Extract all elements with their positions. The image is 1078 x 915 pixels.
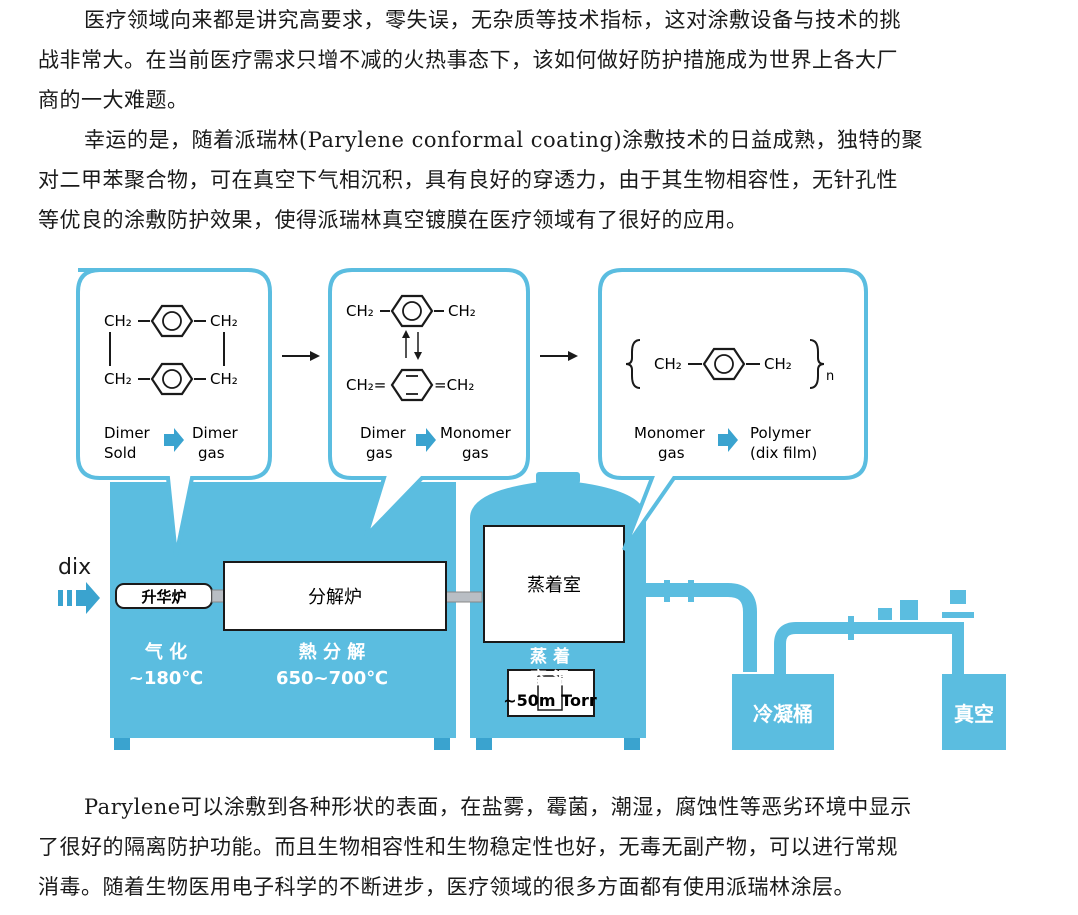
chem-label: CH₂ xyxy=(654,355,682,373)
paragraph-conclusion: Parylene可以涂敷到各种形状的表面，在盐雾，霉菌，潮湿，腐蚀性等恶劣环境中… xyxy=(38,787,1048,907)
pyrolysis-label: 熱 分 解 xyxy=(299,641,366,663)
text-line: 了很好的隔离防护功能。而且生物相容性和生物稳定性也好，无毒无副产物，可以进行常规 xyxy=(38,835,898,859)
deposition-chamber-label: 蒸着室 xyxy=(527,575,581,596)
text-line: 对二甲苯聚合物，可在真空下气相沉积，具有良好的穿透力，由于其生物相容性，无针孔性 xyxy=(38,168,898,192)
label-dix-film: (dix film) xyxy=(750,444,817,462)
arrow-right-icon xyxy=(282,351,320,361)
label-sold: Sold xyxy=(104,444,136,462)
chem-label: CH₂ xyxy=(346,302,374,320)
chem-label: CH₂ xyxy=(210,370,238,388)
outlet-pipe xyxy=(638,583,757,672)
dimer-structure: CH₂ CH₂ CH₂ CH₂ xyxy=(104,304,238,396)
pressure-gauge xyxy=(507,669,595,717)
vacuum-pipe xyxy=(774,622,964,674)
arrow-right-icon xyxy=(164,428,184,452)
cold-trap-label: 冷凝桶 xyxy=(753,702,813,726)
text-line: 幸运的是，随着派瑞林(Parylene conformal coating)涂敷… xyxy=(84,128,924,152)
label-dimer: Dimer xyxy=(360,424,407,442)
arrow-right-icon xyxy=(718,428,738,452)
text-line: 战非常大。在当前医疗需求只增不减的火热事态下，该如何做好防护措施成为世界上各大厂 xyxy=(38,48,898,72)
label-dimer: Dimer xyxy=(104,424,151,442)
text-line: 医疗领域向来都是讲究高要求，零失误，无杂质等技术指标，这对涂敷设备与技术的挑 xyxy=(84,8,901,32)
vaporize-label: 气 化 xyxy=(144,641,187,663)
paragraph-intro: 医疗领域向来都是讲究高要求，零失误，无杂质等技术指标，这对涂敷设备与技术的挑 战… xyxy=(38,0,1048,120)
chem-label: =CH₂ xyxy=(434,376,474,394)
chem-label: CH₂= xyxy=(346,376,386,394)
polymer-structure: CH₂ CH₂ n xyxy=(625,339,834,389)
pyrolysis-furnace-label: 分解炉 xyxy=(308,587,362,608)
sublimation-furnace-label: 升华炉 xyxy=(141,588,186,606)
vaporize-temp: ~180℃ xyxy=(129,668,203,689)
callout-bubble-2 xyxy=(328,268,530,538)
arrow-right-icon xyxy=(540,351,578,361)
machine-body xyxy=(58,472,1006,750)
arrow-right-icon xyxy=(416,428,436,452)
chem-label: CH₂ xyxy=(764,355,792,373)
parylene-process-diagram: CH₂ CH₂ CH₂ CH₂ Dimer Sold Dimer gas CH₂… xyxy=(58,268,1006,750)
label-gas: gas xyxy=(462,444,489,462)
text-line: Parylene可以涂敷到各种形状的表面，在盐雾，霉菌，潮湿，腐蚀性等恶劣环境中… xyxy=(84,795,912,819)
text-line: 等优良的涂敷防护效果，使得派瑞林真空镀膜在医疗领域有了很好的应用。 xyxy=(38,208,748,232)
label-monomer: Monomer xyxy=(440,424,512,442)
chamber-temp-line1: 蒸 着 xyxy=(530,646,570,667)
chem-label: CH₂ xyxy=(104,312,132,330)
pyrolysis-temp: 650~700℃ xyxy=(276,668,388,689)
text-line: 商的一大难题。 xyxy=(38,88,189,112)
vacuum-pump xyxy=(942,674,1006,750)
label-dimer: Dimer xyxy=(192,424,239,442)
stage-3-transition: Monomer gas Polymer (dix film) xyxy=(634,424,817,462)
label-monomer: Monomer xyxy=(634,424,706,442)
chem-label: CH₂ xyxy=(448,302,476,320)
chamber-temp-line2: 室 温 xyxy=(530,668,570,689)
cold-trap-tank xyxy=(732,674,834,750)
vacuum-label: 真空 xyxy=(954,702,994,726)
label-gas: gas xyxy=(658,444,685,462)
pressure-label: ~50m Torr xyxy=(503,691,597,710)
label-polymer: Polymer xyxy=(750,424,812,442)
chem-label: CH₂ xyxy=(104,370,132,388)
chamber-dome xyxy=(470,480,646,518)
paragraph-parylene-intro: 幸运的是，随着派瑞林(Parylene conformal coating)涂敷… xyxy=(38,120,1048,240)
deposition-chamber xyxy=(483,525,625,643)
chem-label: CH₂ xyxy=(210,312,238,330)
dix-input-arrow xyxy=(58,582,100,614)
chem-label: n xyxy=(826,369,834,384)
input-label: dix xyxy=(58,555,91,580)
monomer-structure: CH₂ CH₂ CH₂= =CH₂ xyxy=(346,294,476,402)
text-line: 消毒。随着生物医用电子科学的不断进步，医疗领域的很多方面都有使用派瑞林涂层。 xyxy=(38,875,855,899)
label-gas: gas xyxy=(366,444,393,462)
stage-2-transition: Dimer gas Monomer gas xyxy=(360,424,512,462)
pyrolysis-furnace xyxy=(223,561,447,631)
label-gas: gas xyxy=(198,444,225,462)
stage-1-transition: Dimer Sold Dimer gas xyxy=(104,424,239,462)
callout-bubble-3 xyxy=(598,268,868,552)
callout-bubble-1 xyxy=(76,268,272,557)
